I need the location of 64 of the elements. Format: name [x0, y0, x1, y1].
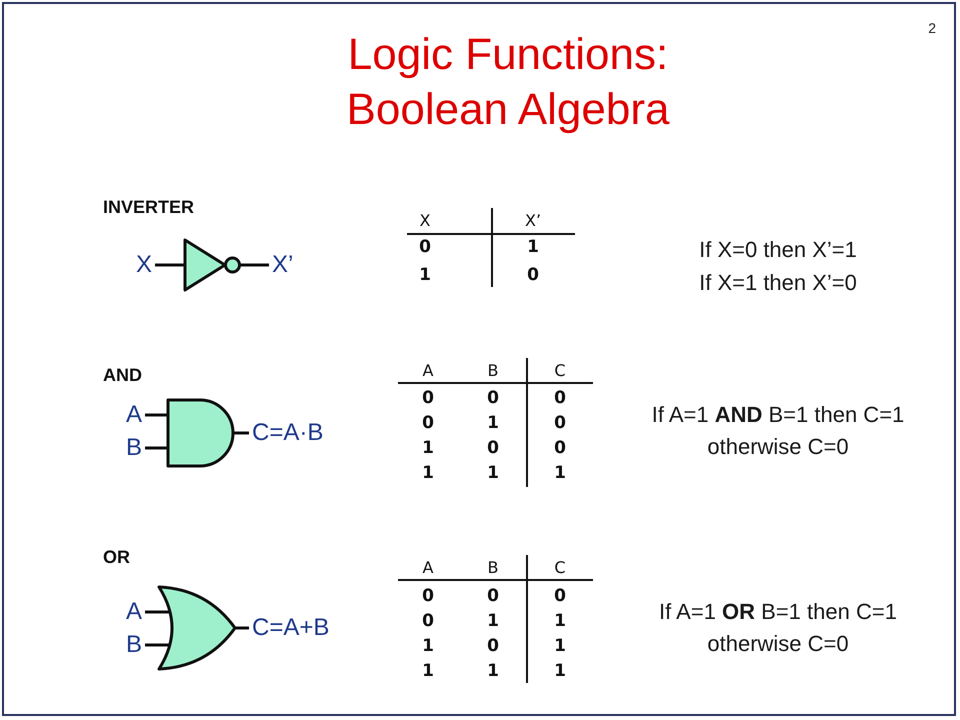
column-header: X’ [524, 210, 542, 230]
column-header: B [488, 360, 498, 380]
truth-value: 1 [554, 661, 566, 681]
truth-value: 0 [487, 388, 499, 408]
signal-label: B [126, 631, 142, 659]
signal-label: A [126, 401, 142, 429]
page-number: 2 [928, 20, 936, 36]
wire [145, 446, 168, 450]
truth-value: 1 [422, 463, 434, 483]
truth-value: 0 [554, 388, 566, 408]
signal-label: X’ [272, 251, 294, 279]
truth-value: 0 [419, 237, 431, 257]
truth-value: 1 [419, 265, 431, 285]
truth-value: 1 [487, 463, 499, 483]
wire [235, 626, 249, 630]
column-header: A [422, 360, 434, 380]
truth-value: 0 [422, 586, 434, 606]
truth-value: 0 [527, 265, 539, 285]
truth-value: 1 [487, 413, 499, 433]
truth-value: 1 [554, 636, 566, 656]
truth-value: 0 [487, 586, 499, 606]
description-text: If X=0 then X’=1 [699, 237, 857, 263]
slide-title: Logic Functions: Boolean Algebra [346, 29, 670, 136]
section-heading: OR [103, 546, 130, 568]
column-header: C [554, 360, 566, 380]
truth-value: 0 [554, 413, 566, 433]
column-header: C [554, 558, 566, 576]
truth-value: 1 [422, 438, 434, 458]
truth-value: 0 [554, 438, 566, 458]
or-gate-symbol [157, 585, 237, 671]
description-text: If A=1 AND B=1 then C=1 otherwise C=0 [650, 401, 906, 461]
wire [145, 644, 170, 646]
wire [155, 264, 185, 266]
truth-value: 1 [527, 237, 539, 257]
truth-value: 1 [487, 611, 499, 631]
truth-value: 0 [487, 438, 499, 458]
description-text: If A=1 OR B=1 then C=1 otherwise C=0 [658, 598, 898, 658]
signal-label: C=A·B [252, 419, 324, 447]
signal-label: A [126, 598, 142, 626]
wire [233, 432, 249, 434]
truth-value: 0 [422, 413, 434, 433]
truth-value: 1 [554, 463, 566, 483]
signal-label: B [126, 434, 142, 462]
and-gate-symbol [166, 398, 236, 468]
column-header: X [420, 210, 430, 230]
truth-value: 1 [422, 636, 434, 656]
signal-label: X [136, 251, 152, 279]
column-header: A [422, 558, 434, 576]
not-gate-symbol [183, 238, 242, 292]
description-text: If X=1 then X’=0 [699, 270, 857, 296]
column-header: B [488, 558, 498, 576]
truth-value: 1 [422, 661, 434, 681]
wire [240, 264, 269, 266]
wire [145, 610, 170, 614]
truth-value: 0 [422, 388, 434, 408]
truth-value: 0 [422, 611, 434, 631]
truth-value: 1 [554, 611, 566, 631]
truth-value: 0 [487, 636, 499, 656]
section-heading: AND [103, 364, 142, 386]
truth-value: 1 [487, 661, 499, 681]
wire [145, 414, 168, 416]
truth-value: 0 [554, 586, 566, 606]
section-heading: INVERTER [103, 196, 194, 218]
signal-label: C=A+B [252, 614, 330, 642]
